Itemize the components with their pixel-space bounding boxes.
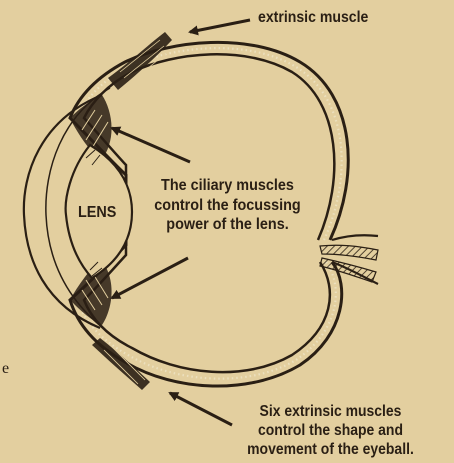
- arrow-to-extrinsic-muscle: [190, 20, 250, 32]
- margin-character: e: [2, 360, 9, 377]
- arrow-to-lower-ciliary: [112, 258, 188, 298]
- ciliary-muscles-caption: The ciliary muscles control the focussin…: [142, 176, 313, 235]
- ciliary-caption-line-2: control the focussing: [142, 196, 313, 216]
- arrow-to-lower-extrinsic: [170, 393, 232, 425]
- optic-nerve-upper: [320, 245, 378, 260]
- extrinsic-muscle-label: extrinsic muscle: [258, 8, 368, 28]
- arrow-to-upper-ciliary: [112, 128, 190, 162]
- six-caption-line-3: movement of the eyeball.: [236, 441, 425, 460]
- extrinsic-muscles-caption: Six extrinsic muscles control the shape …: [236, 403, 425, 460]
- lens-label: LENS: [78, 203, 116, 223]
- lower-extrinsic-muscle: [92, 338, 150, 390]
- six-caption-line-1: Six extrinsic muscles: [236, 403, 425, 422]
- ciliary-caption-line-3: power of the lens.: [142, 215, 313, 235]
- ciliary-caption-line-1: The ciliary muscles: [142, 176, 313, 196]
- six-caption-line-2: control the shape and: [236, 422, 425, 441]
